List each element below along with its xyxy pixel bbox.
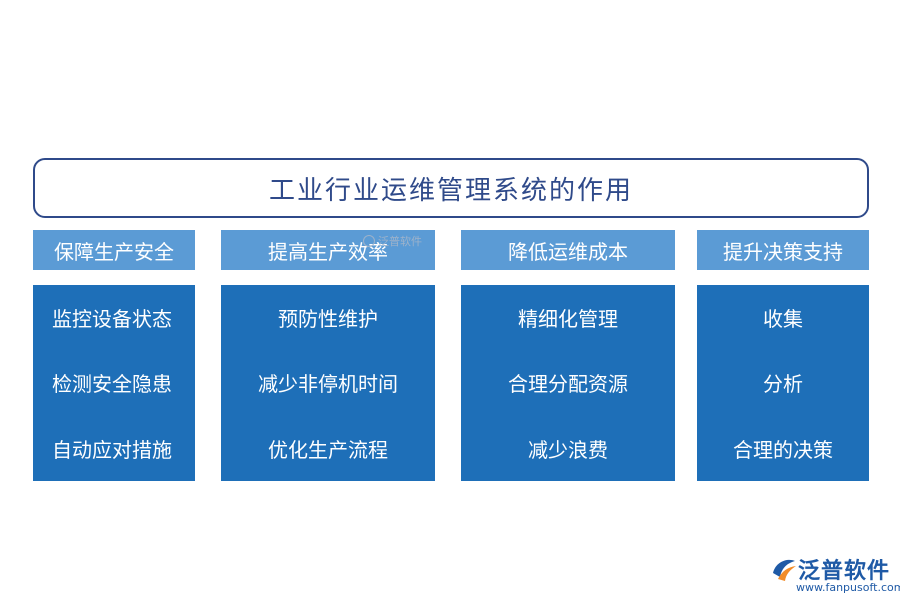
list-item: 减少浪费 [528, 437, 608, 462]
brand-url: www.fanpusoft.com [796, 581, 900, 594]
column-header-cost: 降低运维成本 [461, 230, 675, 270]
list-item: 收集 [763, 307, 803, 332]
column-header-decision: 提升决策支持 [697, 230, 869, 270]
watermark: 泛普软件 [363, 233, 422, 249]
column-body-cost: 精细化管理 合理分配资源 减少浪费 [461, 285, 675, 481]
list-item: 预防性维护 [278, 307, 378, 332]
watermark-logo-icon [363, 235, 375, 247]
title-box: 工业行业运维管理系统的作用 [33, 158, 869, 218]
watermark-text: 泛普软件 [378, 235, 422, 248]
column-body-decision: 收集 分析 合理的决策 [697, 285, 869, 481]
list-item: 减少非停机时间 [258, 372, 398, 397]
list-item: 精细化管理 [518, 307, 618, 332]
list-item: 自动应对措施 [52, 437, 172, 462]
list-item: 优化生产流程 [268, 437, 388, 462]
column-body-efficiency: 预防性维护 减少非停机时间 优化生产流程 [221, 285, 435, 481]
column-header-safety: 保障生产安全 [33, 230, 195, 270]
list-item: 合理分配资源 [508, 372, 628, 397]
column-body-safety: 监控设备状态 检测安全隐患 自动应对措施 [33, 285, 195, 481]
brand-logo-icon [773, 559, 796, 581]
list-item: 监控设备状态 [52, 307, 172, 332]
list-item: 分析 [763, 372, 803, 397]
list-item: 合理的决策 [733, 437, 833, 462]
diagram-title: 工业行业运维管理系统的作用 [268, 175, 633, 206]
brand-name: 泛普软件 [798, 559, 891, 584]
brand-logo: 泛普软件 www.fanpusoft.com [770, 553, 900, 598]
list-item: 检测安全隐患 [52, 372, 172, 397]
